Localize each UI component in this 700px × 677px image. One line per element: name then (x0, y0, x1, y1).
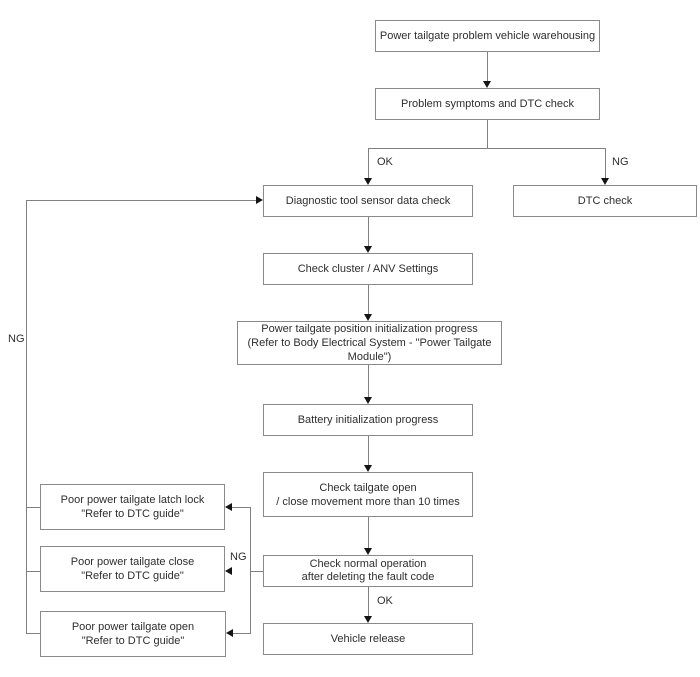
node-poor-open-line1: Poor power tailgate open (71, 621, 195, 633)
arrow-down-into-symptoms-icon (483, 81, 491, 88)
arrow-right-into-diag-icon (256, 196, 263, 204)
label-ng-branch: NG (611, 156, 630, 168)
node-normal-operation-check: Check normal operation after deleting th… (263, 555, 473, 587)
arrow-left-into-poor-open-icon (226, 629, 233, 637)
node-vehicle-release-label: Vehicle release (330, 633, 406, 645)
node-tailgate-cycle-check-line1: Check tailgate open (319, 481, 417, 494)
arrow-down-into-dtc-icon (601, 178, 609, 185)
node-poor-open-line2: "Refer to DTC guide" (81, 635, 185, 647)
arrow-down-into-position-icon (364, 314, 372, 321)
node-poor-close: Poor power tailgate close "Refer to DTC … (40, 546, 225, 592)
connector-poor-close-stub (26, 571, 40, 572)
arrow-down-into-cluster-icon (364, 246, 372, 253)
connector-latch-lock-stub (26, 507, 40, 508)
node-diagnostic-tool-check-label: Diagnostic tool sensor data check (285, 195, 451, 207)
connector-warehousing-symptoms (487, 52, 488, 82)
connector-poor-open-stub (26, 633, 40, 634)
connector-battery-cycle (368, 436, 369, 466)
node-battery-initialization-label: Battery initialization progress (297, 414, 439, 426)
connector-ng-to-latch-lock (232, 507, 250, 508)
node-position-initialization-line1: Power tailgate position initialization p… (261, 323, 478, 335)
node-diagnostic-tool-check: Diagnostic tool sensor data check (263, 185, 473, 217)
node-normal-operation-check-line2: after deleting the fault code (301, 571, 435, 583)
node-cluster-anv-settings-label: Check cluster / ANV Settings (297, 263, 439, 275)
node-vehicle-release: Vehicle release (263, 623, 473, 655)
node-position-initialization-line2: (Refer to Body Electrical System - "Powe… (247, 337, 492, 363)
node-battery-initialization: Battery initialization progress (263, 404, 473, 436)
label-ok-branch: OK (376, 156, 394, 168)
label-ng-loop: NG (7, 333, 26, 345)
node-problem-symptoms: Problem symptoms and DTC check (375, 88, 600, 120)
node-poor-open: Poor power tailgate open "Refer to DTC g… (40, 611, 226, 657)
connector-ng-drop (605, 148, 606, 179)
node-position-initialization: Power tailgate position initialization p… (237, 321, 502, 365)
node-poor-close-line1: Poor power tailgate close (70, 556, 195, 568)
arrow-down-into-battery-icon (364, 397, 372, 404)
connector-diag-cluster (368, 217, 369, 247)
connector-normalop-release (368, 587, 369, 617)
arrow-left-into-poor-close-icon (225, 567, 232, 575)
node-poor-latch-lock-line2: "Refer to DTC guide" (81, 508, 184, 520)
connector-ng-loop-bus (26, 200, 27, 633)
connector-ng-loop-top (26, 200, 256, 201)
arrow-down-into-diag-icon (364, 178, 372, 185)
connector-ok-drop (368, 148, 369, 179)
node-tailgate-cycle-check-line2: / close movement more than 10 times (276, 495, 460, 508)
node-poor-latch-lock: Poor power tailgate latch lock "Refer to… (40, 484, 225, 530)
connector-cluster-position (368, 285, 369, 315)
connector-ng-fault-out (250, 571, 263, 572)
node-tailgate-cycle-check: Check tailgate open / close movement mor… (263, 472, 473, 517)
connector-symptoms-branch (487, 120, 488, 148)
arrow-left-into-latch-lock-icon (225, 503, 232, 511)
connector-branch-horizontal (368, 148, 606, 149)
label-ng-fault: NG (229, 551, 248, 563)
node-warehousing: Power tailgate problem vehicle warehousi… (375, 20, 600, 52)
node-normal-operation-check-line1: Check normal operation (309, 558, 427, 570)
node-problem-symptoms-label: Problem symptoms and DTC check (401, 98, 574, 110)
node-dtc-check-label: DTC check (577, 195, 633, 207)
connector-cycle-normalop (368, 517, 369, 549)
arrow-down-into-release-icon (364, 616, 372, 623)
connector-ng-to-poor-open (233, 633, 250, 634)
node-cluster-anv-settings: Check cluster / ANV Settings (263, 253, 473, 285)
arrow-down-into-cycle-icon (364, 465, 372, 472)
node-poor-close-line2: "Refer to DTC guide" (81, 570, 184, 582)
node-warehousing-label: Power tailgate problem vehicle warehousi… (379, 30, 596, 42)
label-ok-release: OK (376, 595, 394, 607)
node-poor-latch-lock-line1: Poor power tailgate latch lock (60, 494, 205, 506)
connector-position-battery (368, 365, 369, 398)
connector-ng-fault-bus (250, 507, 251, 634)
arrow-down-into-normalop-icon (364, 548, 372, 555)
node-dtc-check: DTC check (513, 185, 697, 217)
